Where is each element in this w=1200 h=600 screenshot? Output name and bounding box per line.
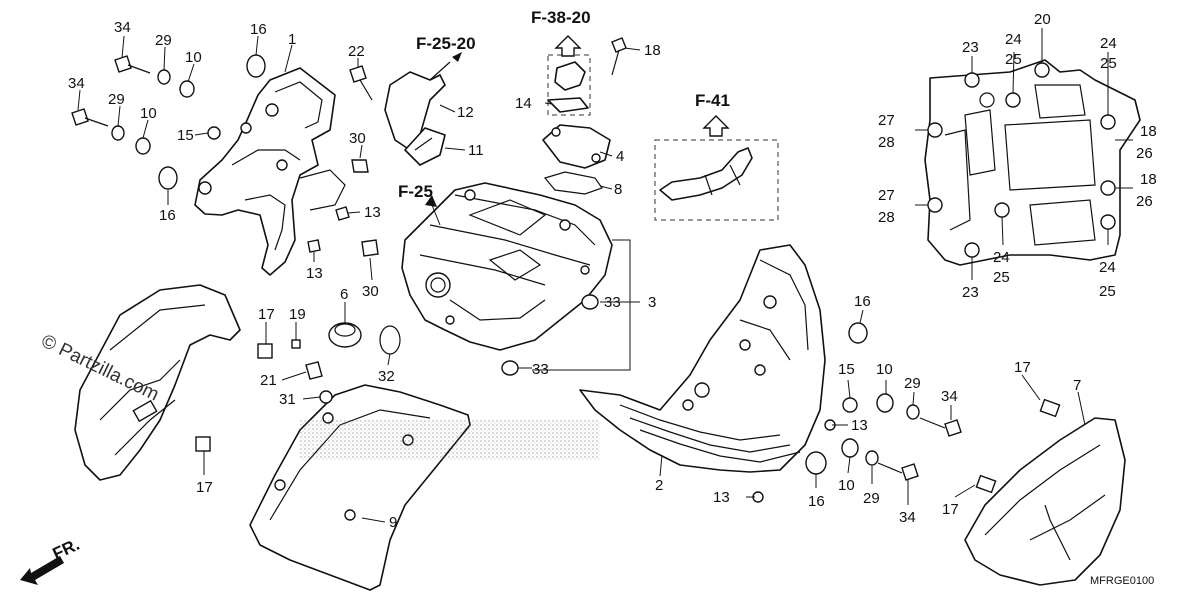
callout-17: 17 bbox=[196, 479, 213, 496]
callout-10: 10 bbox=[838, 477, 855, 494]
side-cover-part-7 bbox=[964, 398, 1126, 586]
callout-26: 26 bbox=[1136, 193, 1153, 210]
bolt-part-18-top bbox=[611, 37, 627, 76]
callout-29: 29 bbox=[863, 490, 880, 507]
callout-11: 11 bbox=[468, 142, 484, 159]
callout-18: 18 bbox=[1140, 123, 1157, 140]
ref-arrow-f41 bbox=[702, 115, 730, 137]
callout-23: 23 bbox=[962, 284, 979, 301]
callout-10: 10 bbox=[185, 49, 202, 66]
leader-lines bbox=[77, 28, 1133, 523]
callout-13: 13 bbox=[713, 489, 730, 506]
ref-label-f25: F-25 bbox=[398, 182, 433, 201]
callout-22: 22 bbox=[348, 43, 365, 60]
callout-34: 34 bbox=[899, 509, 916, 526]
callout-19: 19 bbox=[289, 306, 306, 323]
pipe-part-12 bbox=[384, 61, 451, 151]
cylinder-cover-part-2 bbox=[579, 244, 826, 473]
callout-28: 28 bbox=[878, 209, 895, 226]
ref-label-f41: F-41 bbox=[695, 91, 730, 110]
callout-16: 16 bbox=[250, 21, 267, 38]
side-cover-left bbox=[74, 284, 241, 481]
callout-14: 14 bbox=[515, 95, 532, 112]
callout-6: 6 bbox=[340, 286, 348, 303]
callout-27: 27 bbox=[878, 187, 895, 204]
housing-part-4 bbox=[542, 124, 611, 169]
callout-17: 17 bbox=[942, 501, 959, 518]
ref-label-f38-20: F-38-20 bbox=[531, 8, 591, 27]
callout-18: 18 bbox=[1140, 171, 1157, 188]
bolt-part-22 bbox=[349, 65, 373, 101]
callout-25: 25 bbox=[993, 269, 1010, 286]
ref-arrow-f2520 bbox=[452, 52, 462, 62]
gasket-part-8 bbox=[543, 171, 603, 195]
callout-21: 21 bbox=[260, 372, 277, 389]
callout-13: 13 bbox=[364, 204, 381, 221]
callout-33: 33 bbox=[604, 294, 621, 311]
callout-27: 27 bbox=[878, 112, 895, 129]
callout-25: 25 bbox=[1099, 283, 1116, 300]
callout-23: 23 bbox=[962, 39, 979, 56]
callout-25: 25 bbox=[1005, 51, 1022, 68]
callout-34: 34 bbox=[114, 19, 131, 36]
ref-label-f25-20: F-25-20 bbox=[416, 34, 476, 53]
callout-3: 3 bbox=[648, 294, 656, 311]
callout-29: 29 bbox=[904, 375, 921, 392]
callout-24: 24 bbox=[1005, 31, 1022, 48]
callout-10: 10 bbox=[140, 105, 157, 122]
callout-30: 30 bbox=[362, 283, 379, 300]
diagram-code: MFRGE0100 bbox=[1090, 575, 1154, 587]
callout-15: 15 bbox=[177, 127, 194, 144]
callout-30: 30 bbox=[349, 130, 366, 147]
sensor-part-14 bbox=[547, 54, 591, 116]
callout-1: 1 bbox=[288, 31, 296, 48]
callout-29: 29 bbox=[155, 32, 172, 49]
callout-15: 15 bbox=[838, 361, 855, 378]
callout-10: 10 bbox=[876, 361, 893, 378]
callout-16: 16 bbox=[854, 293, 871, 310]
callout-32: 32 bbox=[378, 368, 395, 385]
callout-4: 4 bbox=[616, 148, 624, 165]
head-gasket-part-20 bbox=[924, 59, 1141, 266]
cylinder-head-part-3 bbox=[401, 182, 613, 351]
callout-2: 2 bbox=[655, 477, 663, 494]
callout-34: 34 bbox=[941, 388, 958, 405]
callout-29: 29 bbox=[108, 91, 125, 108]
callout-28: 28 bbox=[878, 134, 895, 151]
stipple-area bbox=[300, 420, 600, 460]
front-direction-arrow: FR. bbox=[20, 535, 83, 585]
callout-18: 18 bbox=[644, 42, 661, 59]
callout-24: 24 bbox=[993, 249, 1010, 266]
callout-16: 16 bbox=[808, 493, 825, 510]
lower-cover-part-9 bbox=[249, 384, 471, 591]
callout-26: 26 bbox=[1136, 145, 1153, 162]
callout-17: 17 bbox=[1014, 359, 1031, 376]
callout-33: 33 bbox=[532, 361, 549, 378]
callout-13: 13 bbox=[851, 417, 868, 434]
callout-31: 31 bbox=[279, 391, 296, 408]
ref-arrow-f25 bbox=[425, 195, 437, 207]
callout-16: 16 bbox=[159, 207, 176, 224]
callout-17: 17 bbox=[258, 306, 275, 323]
callout-9: 9 bbox=[389, 514, 397, 531]
reference-arrows bbox=[425, 35, 730, 226]
callout-24: 24 bbox=[1100, 35, 1117, 52]
callout-13: 13 bbox=[306, 265, 323, 282]
bracket-part-1 bbox=[194, 67, 346, 276]
callout-7: 7 bbox=[1073, 377, 1081, 394]
cover-part-11 bbox=[404, 127, 446, 166]
callout-25: 25 bbox=[1100, 55, 1117, 72]
callout-numbers: 34 29 10 16 1 34 29 10 15 16 22 12 11 30… bbox=[68, 11, 1157, 531]
water-pipe-f41 bbox=[654, 139, 779, 221]
ref-arrow-f38 bbox=[554, 35, 582, 57]
callout-24: 24 bbox=[1099, 259, 1116, 276]
callout-34: 34 bbox=[68, 75, 85, 92]
callout-12: 12 bbox=[457, 104, 474, 121]
callout-8: 8 bbox=[614, 181, 622, 198]
callout-20: 20 bbox=[1034, 11, 1051, 28]
